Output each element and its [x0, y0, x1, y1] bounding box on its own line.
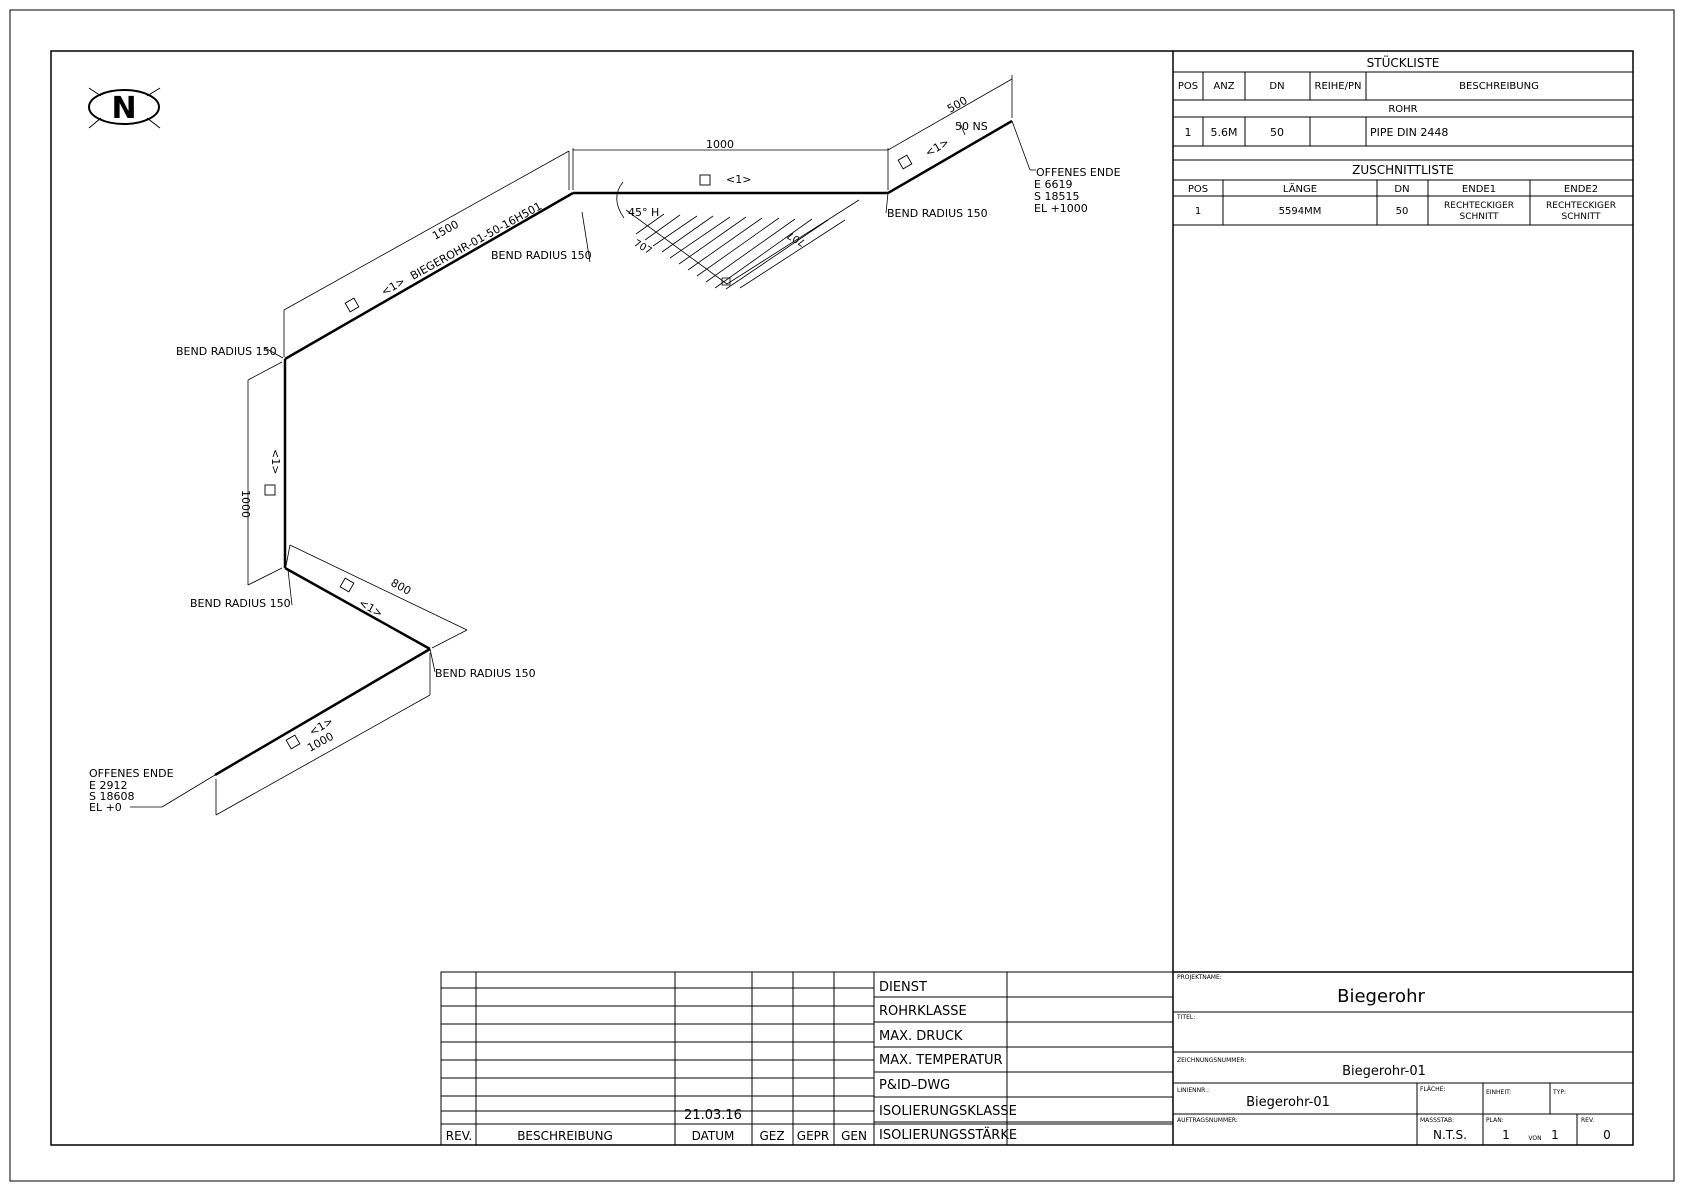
open-end-top-1: OFFENES ENDE: [1036, 166, 1121, 179]
item-markers: [264, 154, 913, 750]
prop-max-druck: MAX. DRUCK: [879, 1029, 963, 1044]
cut-list-title: ZUSCHNITTLISTE: [1352, 163, 1454, 177]
offset-hatch: [616, 181, 860, 290]
prop-max-temperatur: MAX. TEMPERATUR: [879, 1053, 1003, 1068]
order-label: AUFTRAGSNUMMER:: [1177, 1117, 1238, 1124]
cut-row-ende2-line2: SCHNITT: [1562, 212, 1601, 222]
bom-header-reihe: REIHE/PN: [1315, 81, 1362, 92]
area-label: FLÄCHE:: [1420, 1086, 1445, 1093]
rev-header-gen: GEN: [841, 1129, 867, 1143]
bom-header-dn: DN: [1269, 81, 1284, 92]
prop-dienst: DIENST: [879, 980, 927, 995]
bend-radius-4: BEND RADIUS 150: [190, 597, 291, 610]
rev-header-gepr: GEPR: [797, 1129, 829, 1143]
cut-row-pos: 1: [1195, 206, 1201, 217]
open-end-bottom-3: S 18608: [89, 790, 134, 803]
project-name: Biegerohr: [1337, 986, 1425, 1007]
rev-value: 0: [1603, 1128, 1611, 1142]
rev-header-rev: REV.: [446, 1129, 472, 1143]
dim-800: 800: [389, 576, 414, 598]
bom-panel: [1172, 51, 1633, 1145]
project-label: PROJEKTNAME:: [1177, 974, 1222, 981]
revision-date: 21.03.16: [684, 1108, 742, 1123]
open-end-bottom-1: OFFENES ENDE: [89, 767, 174, 780]
pipe-label: BIEGEROHR-01-50-16H501: [408, 199, 544, 282]
bom-header-anz: ANZ: [1213, 81, 1234, 92]
bom-row-beschreibung: PIPE DIN 2448: [1370, 126, 1448, 139]
plan-number: 1: [1502, 1128, 1510, 1142]
item-tag-last: <1>: [923, 136, 952, 160]
bend-radius-1: BEND RADIUS 150: [491, 249, 592, 262]
title-block-text: PROJEKTNAME: Biegerohr TITEL: ZEICHNUNGS…: [1176, 974, 1611, 1142]
cut-header-dn: DN: [1394, 184, 1409, 195]
prop-rohrklasse: ROHRKLASSE: [879, 1004, 967, 1019]
north-letter: N: [111, 91, 136, 126]
open-end-top-4: EL +1000: [1034, 202, 1088, 215]
dim-500: 500: [945, 94, 970, 116]
cut-header-laenge: LÄNGE: [1283, 182, 1317, 195]
cut-header-ende1: ENDE1: [1462, 184, 1496, 195]
open-end-bottom-2: E 2912: [89, 779, 127, 792]
scale-label: MASSSTAB:: [1420, 1117, 1454, 1124]
bom-row-dn: 50: [1270, 126, 1284, 139]
bom-header-beschreibung: BESCHREIBUNG: [1459, 81, 1539, 92]
revision-table-text: 21.03.16 REV. BESCHREIBUNG DATUM GEZ GEP…: [446, 980, 1017, 1143]
item-tag-vertical: <1>: [269, 449, 282, 474]
scale-value: N.T.S.: [1433, 1128, 1467, 1142]
cut-header-pos: POS: [1188, 184, 1208, 195]
bend-radius-3: BEND RADIUS 150: [176, 345, 277, 358]
cut-row-ende1-line2: SCHNITT: [1460, 212, 1499, 222]
bom-text: STÜCKLISTE POS ANZ DN REIHE/PN BESCHREIB…: [1178, 54, 1616, 222]
bend-radius-5: BEND RADIUS 150: [435, 667, 536, 680]
dim-1000-vertical: 1000: [239, 490, 252, 518]
dim-1500: 1500: [430, 218, 461, 243]
rev-label: REV.: [1581, 1117, 1594, 1124]
plan-label: PLAN:: [1486, 1117, 1504, 1124]
rev-header-datum: DATUM: [692, 1129, 735, 1143]
cut-row-laenge: 5594MM: [1279, 206, 1322, 217]
prop-pid-dwg: P&ID–DWG: [879, 1078, 950, 1093]
unit-label: EINHEIT:: [1486, 1089, 1511, 1096]
plan-von: VON: [1528, 1135, 1541, 1142]
nominal-size: 50 NS: [955, 120, 988, 133]
title-label: TITEL:: [1176, 1014, 1195, 1021]
hatch-dim-left: 707: [632, 238, 654, 257]
bend-radius-2: BEND RADIUS 150: [887, 207, 988, 220]
bom-title: STÜCKLISTE: [1367, 54, 1440, 70]
rev-header-gez: GEZ: [759, 1129, 784, 1143]
cut-row-ende2: RECHTECKIGER: [1546, 201, 1616, 211]
line-no-label: LINIENNR.:: [1177, 1087, 1209, 1094]
bom-row-anz: 5.6M: [1211, 126, 1238, 139]
rev-header-beschreibung: BESCHREIBUNG: [517, 1129, 613, 1143]
dimension-lines: [130, 75, 1036, 816]
revision-table: [440, 971, 1174, 1146]
bom-row-pos: 1: [1185, 126, 1192, 139]
cut-header-ende2: ENDE2: [1564, 184, 1598, 195]
cut-row-dn: 50: [1396, 206, 1409, 217]
open-end-top-3: S 18515: [1034, 190, 1079, 203]
prop-isolierungsklasse: ISOLIERUNGSKLASSE: [879, 1104, 1017, 1119]
drawing-no-label: ZEICHNUNGSNUMMER:: [1177, 1057, 1246, 1064]
north-arrow-icon: N: [88, 87, 161, 129]
item-tag-diagonal: <1>: [379, 275, 408, 299]
line-no: Biegerohr-01: [1246, 1095, 1330, 1110]
dim-1000-top: 1000: [706, 138, 734, 151]
title-block: [1173, 971, 1633, 1145]
cut-row-ende1: RECHTECKIGER: [1444, 201, 1514, 211]
open-end-bottom-4: EL +0: [89, 801, 122, 814]
drawing-annotations: 1500 1000 500 1000 800 1000 BIEGEROHR-01…: [89, 94, 1121, 814]
open-end-top-2: E 6619: [1034, 178, 1072, 191]
pipe-route: [214, 119, 1013, 777]
bom-section: ROHR: [1388, 104, 1417, 115]
outer-border: [9, 9, 1675, 1182]
prop-isolierungsstaerke: ISOLIERUNGSSTÄRKE: [879, 1127, 1017, 1143]
bom-header-pos: POS: [1178, 81, 1198, 92]
plan-total: 1: [1551, 1128, 1559, 1142]
drawing-no: Biegerohr-01: [1342, 1064, 1426, 1079]
type-label: TYP:: [1552, 1089, 1566, 1096]
item-tag-top: <1>: [726, 173, 751, 186]
angle-label: 45° H: [628, 206, 659, 219]
